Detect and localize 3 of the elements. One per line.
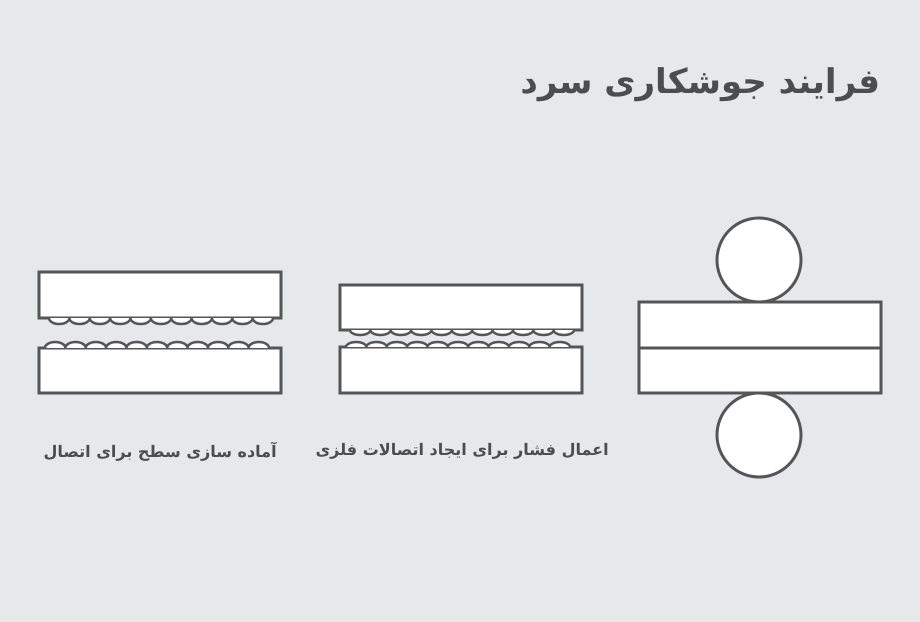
caption: اعمال فشار برای ایجاد اتصالات فلزی	[316, 440, 609, 459]
title: فرایند جوشکاری سرد	[520, 62, 880, 102]
caption: آماده سازی سطح برای اتصال	[44, 442, 277, 461]
